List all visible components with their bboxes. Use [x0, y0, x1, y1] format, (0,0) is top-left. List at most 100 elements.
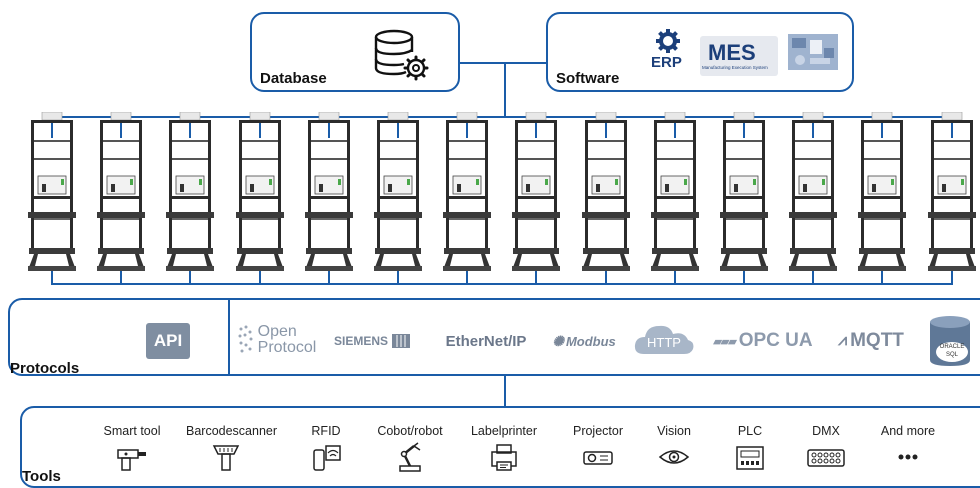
erp-logo-text: ERP [651, 54, 682, 71]
workstation-icon [858, 111, 906, 272]
station-drop-line [466, 116, 468, 138]
proto-tools-line [504, 376, 506, 406]
software-label: Software [556, 70, 620, 87]
protocol-drop-line [51, 270, 53, 285]
protocol-drop-line [120, 270, 122, 285]
http-cloud-icon [634, 325, 694, 354]
software-dashboard-icon [788, 34, 838, 70]
protocol-bus-line [52, 283, 952, 285]
open-protocol-icon [238, 325, 253, 353]
protocol-drop-line [535, 270, 537, 285]
dmx-icon [806, 442, 846, 472]
mqtt-icon: ⩘ [838, 332, 848, 349]
tool-label: Vision [657, 424, 691, 438]
mes-logo: MES Manufacturing Execution System [700, 36, 778, 76]
station-drop-line [51, 116, 53, 138]
open-protocol-line1: Open [257, 323, 297, 340]
open-protocol-line2: Protocol [257, 339, 317, 356]
workstation-icon [166, 111, 214, 272]
robot-arm-icon [390, 442, 430, 472]
tool-label: Smart tool [103, 424, 161, 438]
database-gear-icon [374, 29, 429, 81]
workstation-icon [789, 111, 837, 272]
protocol-drop-line [881, 270, 883, 285]
workstation-icon [374, 111, 422, 272]
tools-label: Tools [22, 468, 61, 485]
opc-ua-logo: ▰▰▰ OPC UA [708, 328, 818, 354]
opc-icon: ▰▰▰ [713, 335, 736, 348]
plc-icon [730, 442, 770, 472]
protocols-divider [228, 300, 230, 376]
mes-logo-text: MES [708, 40, 756, 65]
vision-eye-icon [654, 442, 694, 472]
station-drop-line [535, 116, 537, 138]
protocol-drop-line [743, 270, 745, 285]
station-drop-line [397, 116, 399, 138]
ethernet-ip-logo: EtherNet/IP [438, 330, 534, 352]
workstation-icon [236, 111, 284, 272]
rfid-icon [306, 442, 346, 472]
siemens-text: SIEMENS [333, 334, 388, 348]
workstation-icon [512, 111, 560, 272]
station-drop-line [674, 116, 676, 138]
api-badge-text: API [153, 331, 183, 350]
database-box: Database [250, 12, 460, 92]
workstation-icon [28, 111, 76, 272]
label-printer-icon [484, 442, 524, 472]
database-cylinder-icon [930, 316, 970, 366]
station-drop-line [189, 116, 191, 138]
api-badge: API [146, 323, 190, 359]
protocol-drop-line [951, 270, 953, 285]
software-box: ERP MES Manufacturing Execution System S… [546, 12, 854, 92]
protocol-drop-line [189, 270, 191, 285]
workstation-icon [928, 111, 976, 272]
mqtt-logo: ⩘ MQTT [826, 328, 916, 354]
barcode-scanner-icon [206, 442, 246, 472]
database-label: Database [260, 70, 327, 87]
workstation-icon [582, 111, 630, 272]
http-text: HTTP [647, 335, 681, 350]
protocol-drop-line [466, 270, 468, 285]
workstation-icon [97, 111, 145, 272]
protocol-drop-line [674, 270, 676, 285]
tool-label: Projector [572, 424, 624, 438]
db-sw-line [460, 62, 555, 64]
tool-label: RFID [311, 424, 341, 438]
station-drop-line [951, 116, 953, 138]
station-bus-line [52, 116, 952, 118]
station-drop-line [812, 116, 814, 138]
trunk-line [504, 62, 506, 118]
tools-box: Tools [20, 406, 980, 488]
smart-tool-icon [112, 442, 152, 472]
more-dots-icon [888, 442, 928, 472]
gear-icon [656, 29, 680, 53]
station-drop-line [605, 116, 607, 138]
station-drop-line [259, 116, 261, 138]
tool-label: Barcodescanner [186, 424, 278, 438]
siemens-logo: SIEMENS [330, 330, 414, 352]
http-logo: HTTP [632, 318, 696, 358]
modbus-text: Modbus [565, 333, 616, 349]
workstation-icon [651, 111, 699, 272]
tool-label: And more [880, 424, 936, 438]
tool-label: PLC [737, 424, 763, 438]
modbus-icon: ✺ [552, 332, 564, 349]
workstation-icon [305, 111, 353, 272]
workstation-icon [443, 111, 491, 272]
tool-label: Labelprinter [470, 424, 537, 438]
ethernet-ip-text: EtherNet/IP [445, 332, 527, 350]
oracle-text: ORACLE [939, 344, 965, 350]
mes-logo-subtext: Manufacturing Execution System [702, 65, 768, 70]
projector-icon [578, 442, 618, 472]
tool-label: DMX [812, 424, 840, 438]
protocol-drop-line [605, 270, 607, 285]
workstation-icon [720, 111, 768, 272]
modbus-logo: ✺ Modbus [544, 330, 624, 352]
opc-ua-text: OPC UA [738, 330, 813, 351]
station-drop-line [328, 116, 330, 138]
station-drop-line [881, 116, 883, 138]
tool-label: Cobot/robot [377, 424, 443, 438]
sql-text: SQL [945, 352, 958, 358]
oracle-sql-logo: ORACLE SQL [928, 314, 972, 368]
protocol-drop-line [328, 270, 330, 285]
